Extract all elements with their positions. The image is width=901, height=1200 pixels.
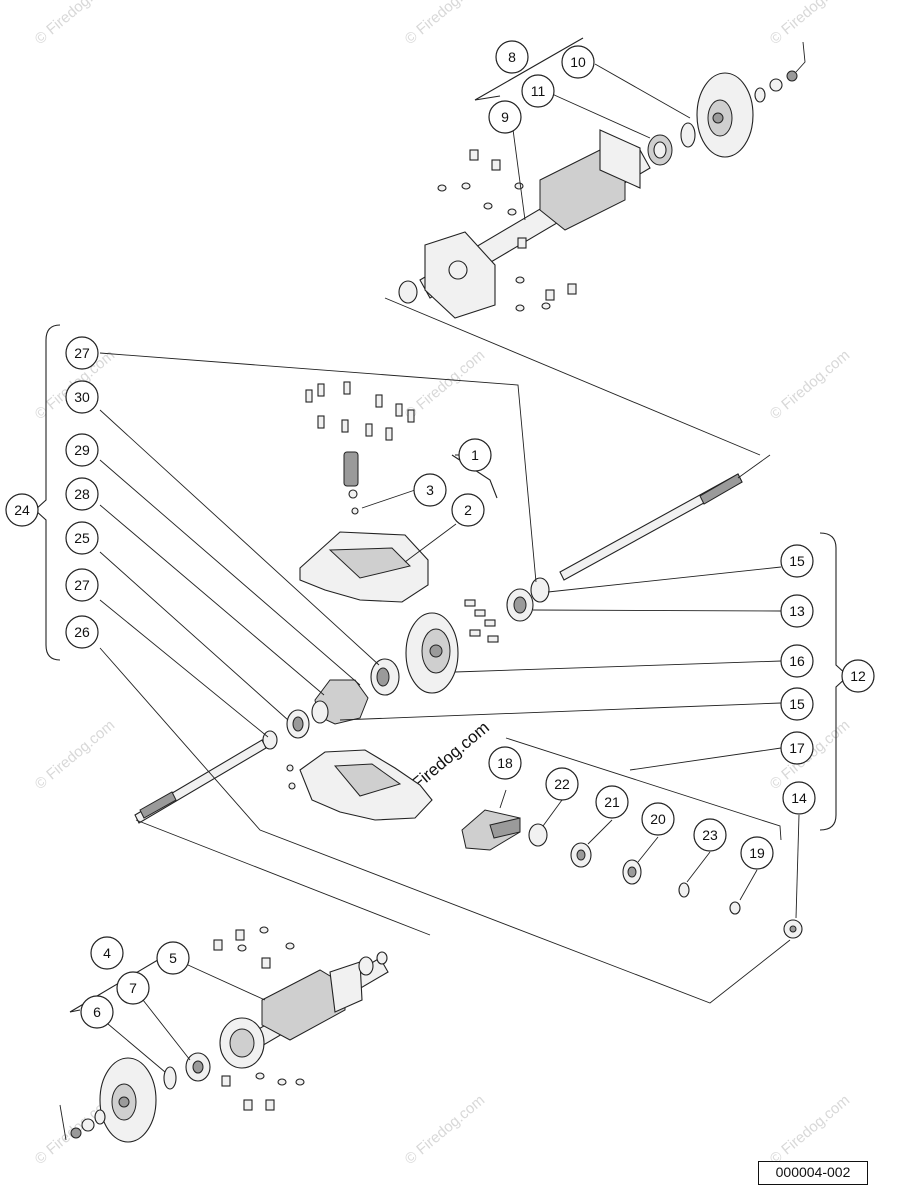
differential-group bbox=[34, 324, 849, 1004]
svg-text:26: 26 bbox=[74, 624, 90, 640]
callout-21: 21 bbox=[595, 785, 629, 819]
svg-text:3: 3 bbox=[426, 482, 434, 498]
svg-text:12: 12 bbox=[850, 668, 866, 684]
svg-text:9: 9 bbox=[501, 109, 509, 125]
svg-text:29: 29 bbox=[74, 442, 90, 458]
callout-27-lower: 27 bbox=[65, 568, 99, 602]
svg-text:10: 10 bbox=[570, 54, 586, 70]
svg-text:16: 16 bbox=[789, 653, 805, 669]
callout-23: 23 bbox=[693, 818, 727, 852]
callout-6: 6 bbox=[80, 995, 114, 1029]
svg-text:7: 7 bbox=[129, 980, 137, 996]
callout-26: 26 bbox=[65, 615, 99, 649]
svg-text:4: 4 bbox=[103, 945, 111, 961]
watermark: © Firedog.com bbox=[402, 1092, 488, 1168]
svg-text:11: 11 bbox=[531, 83, 546, 99]
svg-text:21: 21 bbox=[604, 794, 620, 810]
svg-text:24: 24 bbox=[14, 502, 30, 518]
svg-text:30: 30 bbox=[74, 389, 90, 405]
callout-7: 7 bbox=[116, 971, 150, 1005]
callout-25: 25 bbox=[65, 521, 99, 555]
watermark: © Firedog.com bbox=[32, 717, 118, 793]
watermark: © Firedog.com bbox=[402, 347, 488, 423]
callout-19: 19 bbox=[740, 836, 774, 870]
svg-text:23: 23 bbox=[702, 827, 718, 843]
callout-15-upper: 15 bbox=[780, 544, 814, 578]
svg-text:27: 27 bbox=[74, 577, 90, 593]
svg-text:6: 6 bbox=[93, 1004, 101, 1020]
svg-text:5: 5 bbox=[169, 950, 177, 966]
callout-13: 13 bbox=[780, 594, 814, 628]
callout-22: 22 bbox=[545, 767, 579, 801]
watermark: © Firedog.com bbox=[767, 347, 853, 423]
callout-3: 3 bbox=[413, 473, 447, 507]
svg-text:27: 27 bbox=[74, 345, 90, 361]
watermark-layer: © Firedog.com © Firedog.com © Firedog.co… bbox=[32, 0, 853, 1168]
svg-text:15: 15 bbox=[789, 553, 805, 569]
svg-text:2: 2 bbox=[464, 502, 472, 518]
callout-30: 30 bbox=[65, 380, 99, 414]
callout-1: 1 bbox=[458, 438, 492, 472]
callout-27-upper: 27 bbox=[65, 336, 99, 370]
callout-12: 12 bbox=[841, 659, 875, 693]
callout-18: 18 bbox=[488, 746, 522, 780]
callout-15-lower: 15 bbox=[780, 687, 814, 721]
hardware-bolts bbox=[213, 926, 305, 1111]
svg-text:19: 19 bbox=[749, 845, 765, 861]
callout-2: 2 bbox=[451, 493, 485, 527]
callout-9: 9 bbox=[488, 100, 522, 134]
callout-20: 20 bbox=[641, 802, 675, 836]
callout-4: 4 bbox=[90, 936, 124, 970]
svg-text:8: 8 bbox=[508, 49, 516, 65]
callout-layer: 1 2 3 4 5 6 7 8 9 10 11 12 13 14 15 15 1… bbox=[5, 40, 875, 1029]
svg-text:15: 15 bbox=[789, 696, 805, 712]
callout-29: 29 bbox=[65, 433, 99, 467]
callout-5: 5 bbox=[156, 941, 190, 975]
svg-text:1: 1 bbox=[471, 447, 479, 463]
svg-text:13: 13 bbox=[789, 603, 805, 619]
svg-text:20: 20 bbox=[650, 811, 666, 827]
hardware-bolts bbox=[437, 149, 577, 312]
watermark: © Firedog.com bbox=[767, 0, 853, 48]
callout-28: 28 bbox=[65, 477, 99, 511]
watermark: © Firedog.com bbox=[767, 1092, 853, 1168]
callout-8: 8 bbox=[495, 40, 529, 74]
callout-16: 16 bbox=[780, 644, 814, 678]
drawing-code-box: 000004-002 bbox=[758, 1161, 868, 1185]
svg-text:28: 28 bbox=[74, 486, 90, 502]
center-watermark: Firedog.com bbox=[408, 718, 493, 793]
svg-text:14: 14 bbox=[791, 790, 807, 806]
callout-10: 10 bbox=[561, 45, 595, 79]
top-axle-housing-group bbox=[384, 37, 806, 456]
svg-text:17: 17 bbox=[789, 740, 805, 756]
hardware-bolts bbox=[305, 381, 415, 441]
svg-text:22: 22 bbox=[554, 776, 570, 792]
callout-24: 24 bbox=[5, 493, 39, 527]
watermark: © Firedog.com bbox=[402, 0, 488, 48]
callout-14: 14 bbox=[782, 781, 816, 815]
watermark: © Firedog.com bbox=[32, 0, 118, 48]
callout-11: 11 bbox=[521, 74, 555, 108]
svg-text:25: 25 bbox=[74, 530, 90, 546]
callout-17: 17 bbox=[780, 731, 814, 765]
svg-text:18: 18 bbox=[497, 755, 513, 771]
